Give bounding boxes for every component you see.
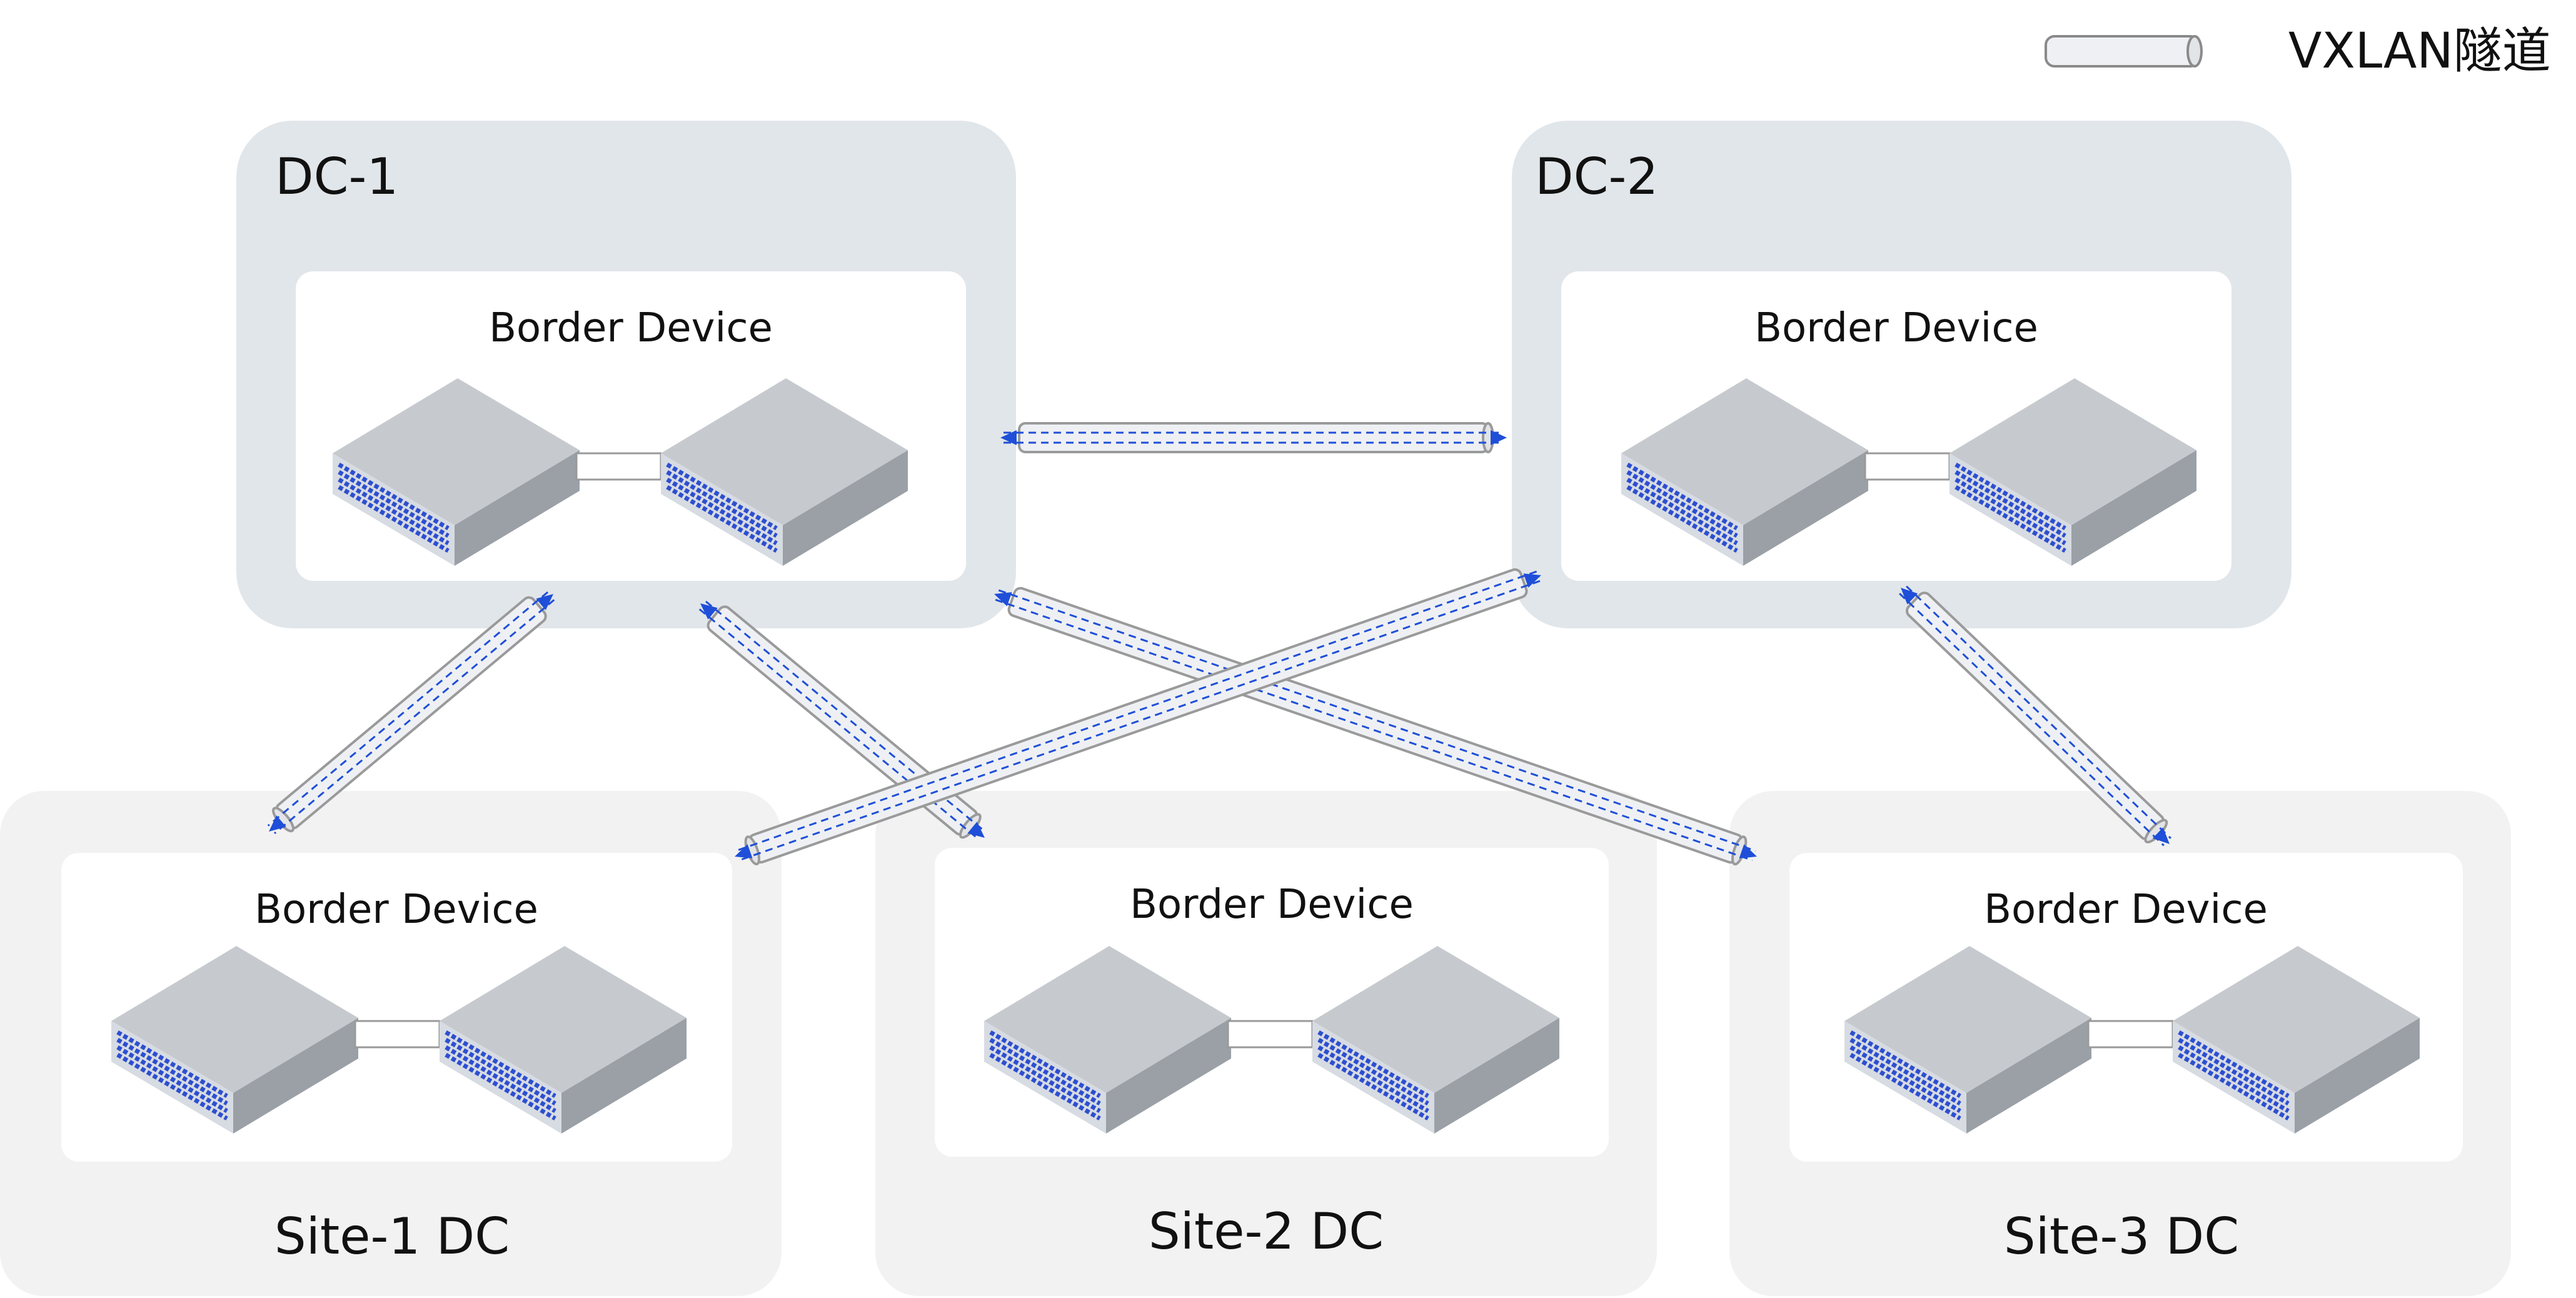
dc-1-border-device-label: Border Device	[489, 305, 773, 351]
dc-2-title: DC-2	[1535, 148, 1658, 206]
dc-2-border-device-label: Border Device	[1754, 305, 2038, 351]
tunnel-body	[1018, 422, 1489, 453]
legend-label: VXLAN隧道	[2288, 23, 2551, 79]
tunnel-dash	[1899, 593, 2165, 847]
tunnel-dash	[267, 591, 548, 827]
site-1-border-device-label: Border Device	[254, 887, 538, 933]
dc-1-group: DC-1 Border Device	[236, 121, 1016, 628]
tunnel-dash	[995, 598, 1753, 862]
arrow-end-icon	[1739, 844, 1757, 858]
tunnel-icon	[2045, 35, 2203, 68]
site-3-group: Border Device Site-3 DC	[1729, 791, 2511, 1296]
site-2-border-device-label: Border Device	[1130, 882, 1414, 928]
arrow-end-icon	[734, 844, 753, 858]
tunnel-dash	[998, 589, 1756, 852]
tunnel-dash	[1906, 585, 2171, 839]
site-1-group: Border Device Site-1 DC	[0, 791, 782, 1296]
arrow-end-icon	[1491, 430, 1507, 445]
site-3-title: Site-3 DC	[2004, 1207, 2239, 1265]
arrow-start-icon	[1901, 588, 1918, 605]
vxlan-tunnel	[267, 591, 555, 835]
dc-1-title: DC-1	[275, 148, 398, 206]
arrow-start-icon	[536, 594, 553, 610]
vxlan-tunnel	[1899, 585, 2171, 847]
arrow-end-icon	[967, 822, 985, 838]
dc-2-group: DC-2 Border Device	[1512, 121, 2292, 628]
vxlan-tunnel	[734, 568, 1541, 865]
legend: VXLAN隧道	[2045, 23, 2551, 79]
site-2-group: Border Device Site-2 DC	[875, 791, 1657, 1296]
arrow-start-icon	[1000, 430, 1017, 445]
tunnel-dash	[274, 599, 555, 835]
arrow-start-icon	[700, 603, 718, 620]
arrow-end-icon	[269, 815, 286, 832]
arrow-start-icon	[1523, 573, 1541, 588]
vxlan-tunnel	[994, 586, 1757, 866]
arrow-end-icon	[2152, 827, 2170, 845]
site-1-title: Site-1 DC	[274, 1207, 510, 1265]
tunnel-dash	[738, 580, 1541, 862]
site-2-title: Site-2 DC	[1149, 1202, 1384, 1260]
vxlan-tunnel	[1000, 422, 1507, 453]
site-3-border-device-label: Border Device	[1984, 887, 2268, 933]
tunnels	[267, 422, 2171, 866]
arrow-start-icon	[994, 592, 1012, 606]
tunnel-dash	[735, 570, 1537, 852]
